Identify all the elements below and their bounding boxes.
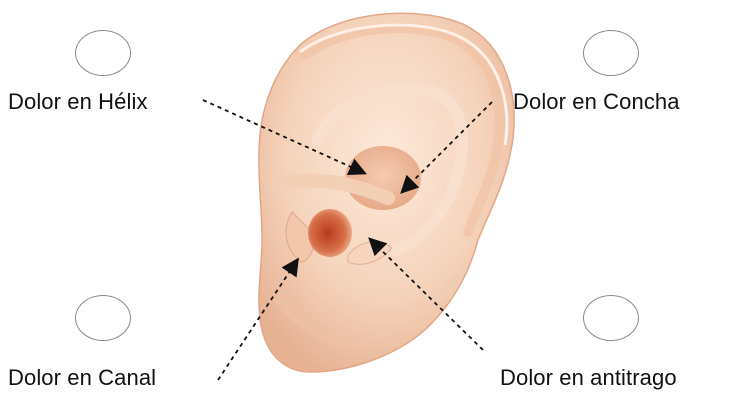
- concha-label: Dolor en Concha: [513, 89, 680, 115]
- canal-option-circle[interactable]: [75, 295, 131, 341]
- helix-label: Dolor en Hélix: [8, 89, 148, 115]
- canal-label: Dolor en Canal: [8, 365, 156, 391]
- concha-option-circle[interactable]: [583, 30, 639, 76]
- ear-canal: [308, 209, 352, 257]
- antitrago-label: Dolor en antitrago: [500, 365, 677, 391]
- antitrago-option-circle[interactable]: [583, 295, 639, 341]
- helix-option-circle[interactable]: [75, 30, 131, 76]
